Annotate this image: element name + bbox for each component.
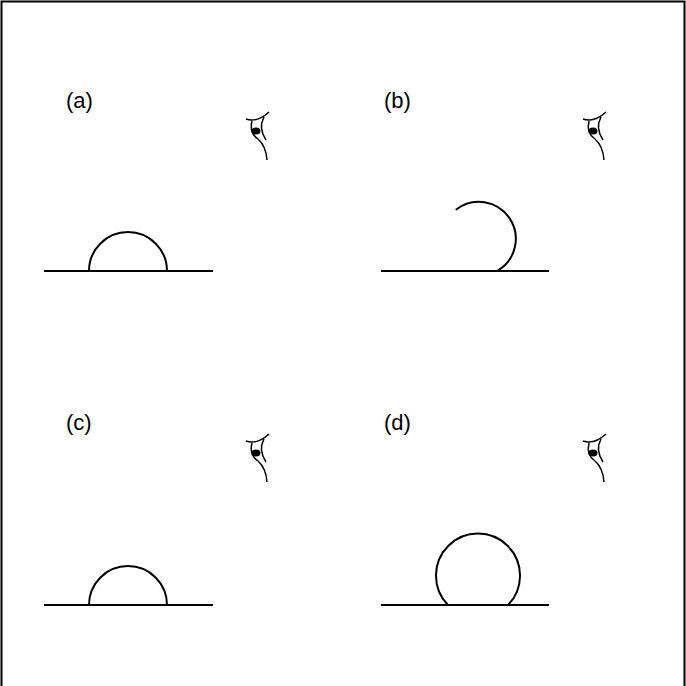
panel-c-drawing (44, 434, 269, 605)
panel-label: (c) (66, 412, 92, 434)
panel-b-drawing (381, 112, 606, 271)
panel-label: (a) (66, 90, 93, 112)
panel-a-drawing (44, 112, 269, 271)
panel-label: (d) (384, 412, 411, 434)
panel-d-drawing (381, 434, 606, 605)
panel-label: (b) (384, 90, 411, 112)
